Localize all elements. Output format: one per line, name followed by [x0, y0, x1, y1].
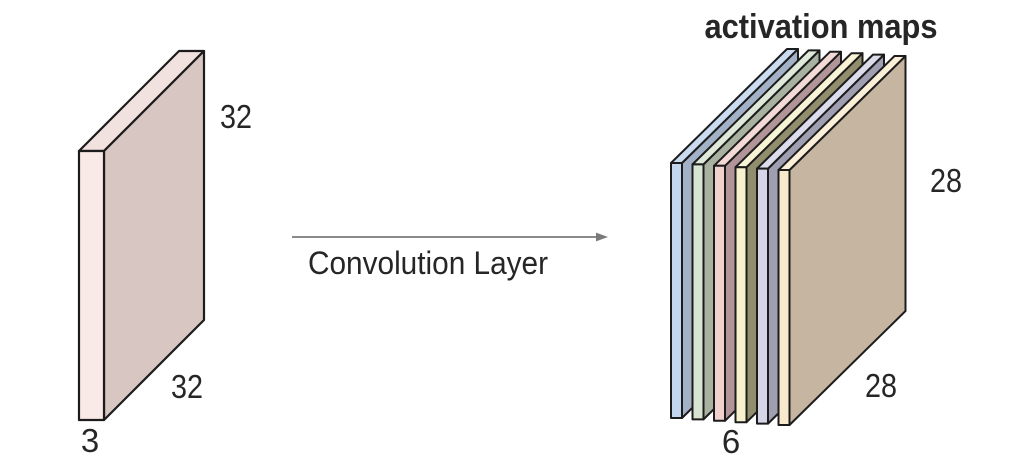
- conv-arrow-label: Convolution Layer: [308, 245, 548, 281]
- input-depth-label: 32: [171, 368, 203, 405]
- plate-front-face: [777, 169, 791, 426]
- input-volume-side-face: [102, 49, 206, 422]
- plate-front-face: [713, 164, 726, 422]
- input-channels-label: 3: [81, 422, 99, 459]
- plate-front-face: [734, 166, 748, 424]
- conv-arrow-head: [596, 232, 608, 242]
- plate-front-face: [756, 167, 769, 425]
- activation-maps-stack: [670, 48, 907, 426]
- input-height-label: 32: [220, 98, 252, 135]
- input-volume-front-face: [77, 149, 106, 422]
- plate-front-face: [691, 163, 705, 421]
- conv-arrow: Convolution Layer: [292, 232, 608, 281]
- output-count-label: 6: [722, 423, 740, 460]
- activation-maps-title: activation maps: [705, 8, 938, 46]
- activation-map-plate-peach: [777, 55, 907, 426]
- input-volume: [77, 49, 206, 422]
- output-depth-label: 28: [865, 367, 897, 404]
- output-height-label: 28: [930, 162, 962, 199]
- plate-front-face: [670, 162, 683, 419]
